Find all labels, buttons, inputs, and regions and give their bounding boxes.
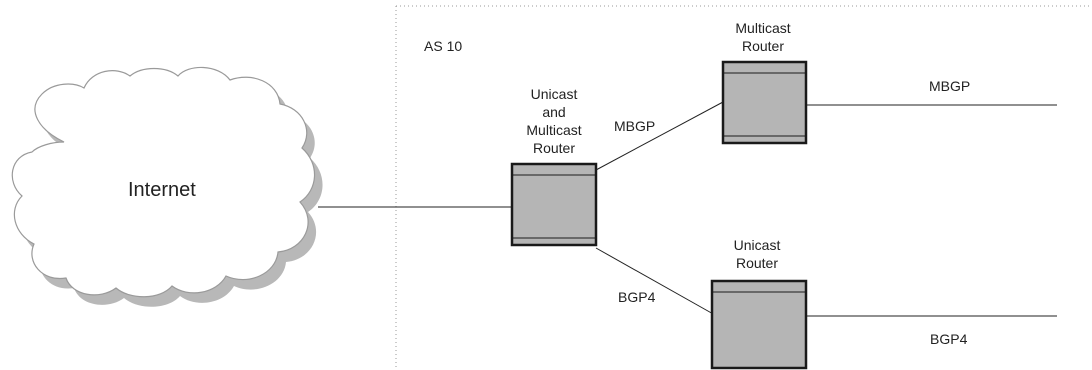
connections	[318, 101, 1057, 317]
as-label: AS 10	[424, 38, 463, 54]
unicast-router-label: Unicast Router	[734, 236, 781, 272]
link-label-unicast-out: BGP4	[930, 331, 968, 347]
link-core-to-unicast	[595, 247, 716, 316]
link-label-multicast-out: MBGP	[929, 78, 971, 94]
router-unicast	[710, 279, 808, 370]
unicast-router-label-line1: Unicast	[733, 237, 781, 253]
core-router-label-line1: Unicast	[530, 86, 578, 102]
multicast-router-label-line2: Router	[741, 38, 785, 54]
internet-label: Internet	[128, 179, 196, 201]
unicast-router-label-line2: Router	[735, 255, 779, 271]
multicast-router-label: Multicast Router	[735, 19, 790, 55]
core-router-label-line3: Multicast	[526, 122, 582, 138]
core-router-label: Unicast and Multicast Router	[526, 85, 581, 157]
multicast-router-label-line1: Multicast	[735, 20, 791, 36]
link-label-core-multicast: MBGP	[614, 118, 656, 134]
link-core-to-multicast	[595, 101, 724, 171]
router-multicast	[721, 60, 808, 145]
link-label-core-unicast: BGP4	[618, 289, 656, 305]
as-boundary	[395, 5, 1092, 370]
core-router-label-line2: and	[542, 104, 566, 120]
router-core	[510, 162, 598, 247]
core-router-label-line4: Router	[532, 140, 576, 156]
